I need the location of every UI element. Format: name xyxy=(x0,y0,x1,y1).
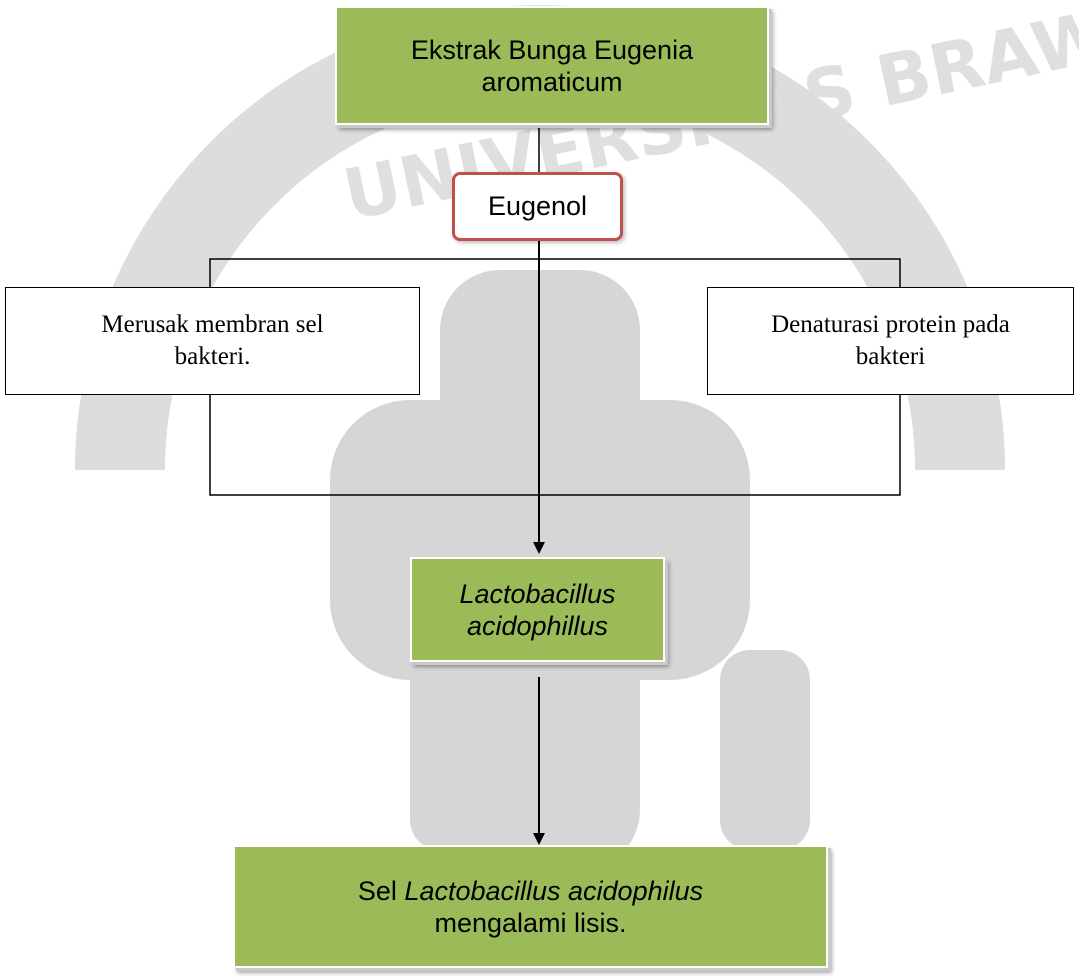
mechanism-left-node: Merusak membran sel bakteri. xyxy=(5,287,420,395)
result-species: Lactobacillus acidophilus xyxy=(404,875,704,906)
mechanism-left-line1: Merusak membran sel xyxy=(101,311,324,338)
bacteria-node: Lactobacillus acidophillus xyxy=(410,557,665,662)
result-node: Sel Lactobacillus acidophilus mengalami … xyxy=(233,845,828,968)
bacteria-line1: Lactobacillus xyxy=(459,578,616,609)
extract-node-line2: aromaticum xyxy=(481,66,623,97)
mechanism-right-node: Denaturasi protein pada bakteri xyxy=(707,287,1074,395)
mechanism-left-line2: bakteri. xyxy=(174,343,251,370)
mechanism-right-line2: bakteri xyxy=(855,343,926,370)
mechanism-right-line1: Denaturasi protein pada xyxy=(771,311,1010,338)
extract-node-line1: Ekstrak Bunga Eugenia xyxy=(410,34,694,65)
result-line2: mengalami lisis. xyxy=(434,907,627,938)
eugenol-label: Eugenol xyxy=(487,191,588,221)
bacteria-line2: acidophillus xyxy=(466,610,609,641)
eugenol-node: Eugenol xyxy=(452,172,623,241)
result-line1: Sel Lactobacillus acidophilus xyxy=(358,875,703,907)
extract-node: Ekstrak Bunga Eugenia aromaticum xyxy=(335,6,769,125)
result-prefix: Sel xyxy=(357,875,405,906)
